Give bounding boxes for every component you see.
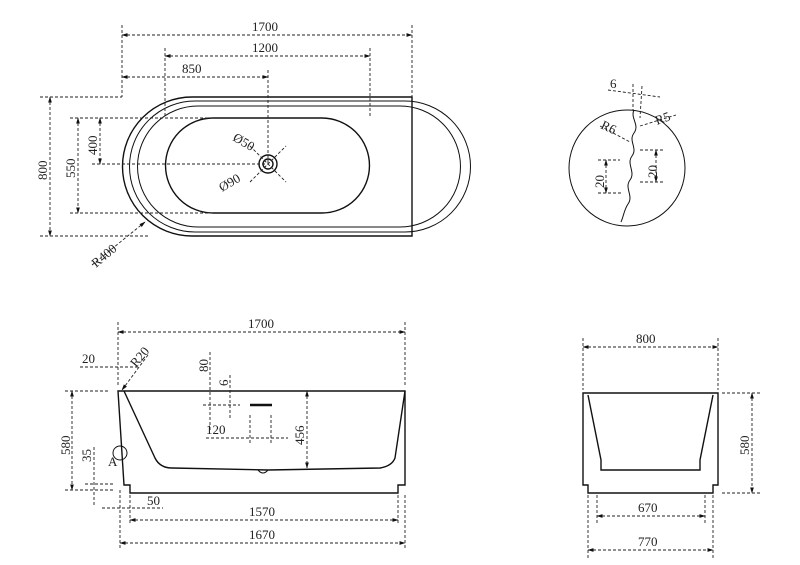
detail-h-right: 20 [645,165,660,178]
detail-r6: R6 [599,117,620,137]
side-basin [123,390,406,471]
side-dim-depth: 456 [292,425,307,445]
side-dim-bottom-length: 1670 [249,527,275,542]
side-dim-base-inset: 50 [147,493,160,508]
dim-drain-offset: 850 [182,61,202,76]
dim-basin-length: 1200 [252,40,278,55]
side-dim-height: 580 [58,436,73,456]
side-dim-overflow-width: 120 [206,422,226,437]
end-dim-height: 580 [737,436,752,456]
detail-pitch: 6 [610,76,617,91]
side-dim-lip-radius: R20 [127,344,152,370]
side-outline [117,390,406,494]
basin [164,117,371,214]
top-view: 1700 1200 850 800 550 400 Ø50 Ø90 R400 [35,19,471,270]
side-dim-overflow-top: 80 [196,359,211,372]
dim-drain-y: 400 [85,136,100,156]
end-outline [582,392,719,494]
end-dim-width: 800 [636,331,656,346]
dim-corner-radius: R400 [88,241,119,271]
rim-inner [137,105,461,228]
side-dim-overflow-height: 6 [216,379,231,386]
detail-r5: R5 [653,109,672,128]
side-view: 1700 20 R20 80 6 120 456 580 35 A 50 157… [58,316,406,550]
detail-h-left: 20 [592,175,607,188]
end-dim-bottom-width: 770 [638,534,658,549]
side-dim-width: 1700 [248,316,274,331]
side-dim-lip: 20 [82,351,95,366]
dim-basin-width: 550 [63,159,78,179]
end-view: 800 580 670 770 [582,331,760,558]
dim-drain-large: Ø90 [216,170,243,194]
detail-a-marker [112,445,128,461]
end-basin [587,394,714,471]
rim-outer [129,100,471,233]
side-dim-base-height: 35 [79,449,94,462]
side-dim-base-length: 1570 [249,504,275,519]
dim-width: 1700 [252,19,278,34]
dim-height: 800 [35,161,50,181]
dim-drain-small: Ø50 [231,130,258,154]
side-detail-label: A [108,454,118,469]
end-dim-inner-width: 670 [638,500,658,515]
tub-outline [121,96,413,237]
detail-a: 6 R5 R6 20 20 [568,76,686,227]
